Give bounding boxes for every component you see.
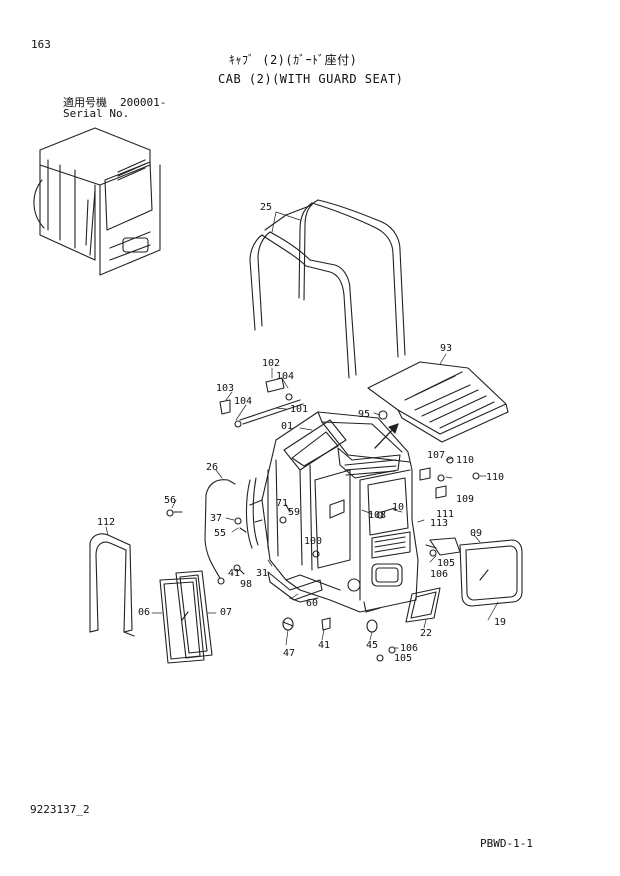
callout-59: 59 <box>288 507 301 518</box>
page-number: 163 <box>31 38 51 51</box>
serial-number: 200001- <box>120 96 167 109</box>
callout-105: 105 <box>394 653 413 664</box>
callout-41: 41 <box>228 568 241 579</box>
callout-102: 102 <box>262 358 281 369</box>
fasteners-left <box>166 504 320 575</box>
callout-60: 60 <box>306 598 319 609</box>
callout-56: 56 <box>164 495 177 506</box>
callout-47: 47 <box>283 648 296 659</box>
part-101-bar-assembly <box>219 377 388 428</box>
callout-09: 09 <box>470 528 483 539</box>
callout-55: 55 <box>214 528 227 539</box>
callout-111: 111 <box>436 509 455 520</box>
callout-45: 45 <box>366 640 379 651</box>
callout-93: 93 <box>440 343 453 354</box>
callout-06: 06 <box>138 607 151 618</box>
fasteners-bottom <box>282 617 396 662</box>
callout-101: 101 <box>290 404 309 415</box>
callout-26: 26 <box>206 462 219 473</box>
leader-lines <box>105 211 499 649</box>
callout-109: 109 <box>456 494 475 505</box>
part-22-panel <box>405 587 441 623</box>
callout-10: 10 <box>392 502 405 513</box>
document-code: 9223137_2 <box>30 803 90 816</box>
callout-106: 106 <box>400 643 419 654</box>
callout-108: 108 <box>368 510 387 521</box>
serial-label-english: Serial No. <box>63 107 130 120</box>
part-25-seal <box>249 199 406 379</box>
title-english: CAB (2)(WITH GUARD SEAT) <box>218 72 404 86</box>
part-93-roof-panel <box>367 361 509 443</box>
fasteners-right <box>376 456 480 557</box>
callout-103: 103 <box>216 383 235 394</box>
page-code: PBWD-1-1 <box>480 837 533 850</box>
callout-07: 07 <box>220 607 233 618</box>
part-07-window-frame <box>175 570 213 659</box>
callout-113: 113 <box>430 518 449 529</box>
part-09-rear-window <box>459 539 523 607</box>
cab-body <box>245 411 419 613</box>
part-26-cable <box>204 479 236 585</box>
callout-104: 104 <box>276 371 295 382</box>
callout-95: 95 <box>358 409 371 420</box>
callout-98: 98 <box>240 579 253 590</box>
serial-label-japanese: 適用号機 <box>63 96 107 109</box>
callout-107: 107 <box>427 450 446 461</box>
part-112-rubber-seal <box>89 533 135 637</box>
cab-overview-thumbnail <box>33 127 161 276</box>
part-31-bracket <box>267 571 323 603</box>
callout-01: 01 <box>281 421 294 432</box>
callout-22: 22 <box>420 628 433 639</box>
callout-106: 106 <box>430 569 449 580</box>
assembly-arrow <box>374 423 399 449</box>
callout-37: 37 <box>210 513 223 524</box>
callout-104: 104 <box>234 396 253 407</box>
callout-105: 105 <box>437 558 456 569</box>
callout-41: 41 <box>318 640 331 651</box>
callout-110: 110 <box>456 455 475 466</box>
callout-31: 31 <box>256 568 269 579</box>
callout-100: 100 <box>304 536 323 547</box>
title-japanese: ｷｬﾌﾞ (2)(ｶﾞｰﾄﾞ座付) <box>229 53 358 67</box>
callout-71: 71 <box>276 498 289 509</box>
callout-110: 110 <box>486 472 505 483</box>
callout-19: 19 <box>494 617 507 628</box>
callout-112: 112 <box>97 517 116 528</box>
callout-25: 25 <box>260 202 273 213</box>
